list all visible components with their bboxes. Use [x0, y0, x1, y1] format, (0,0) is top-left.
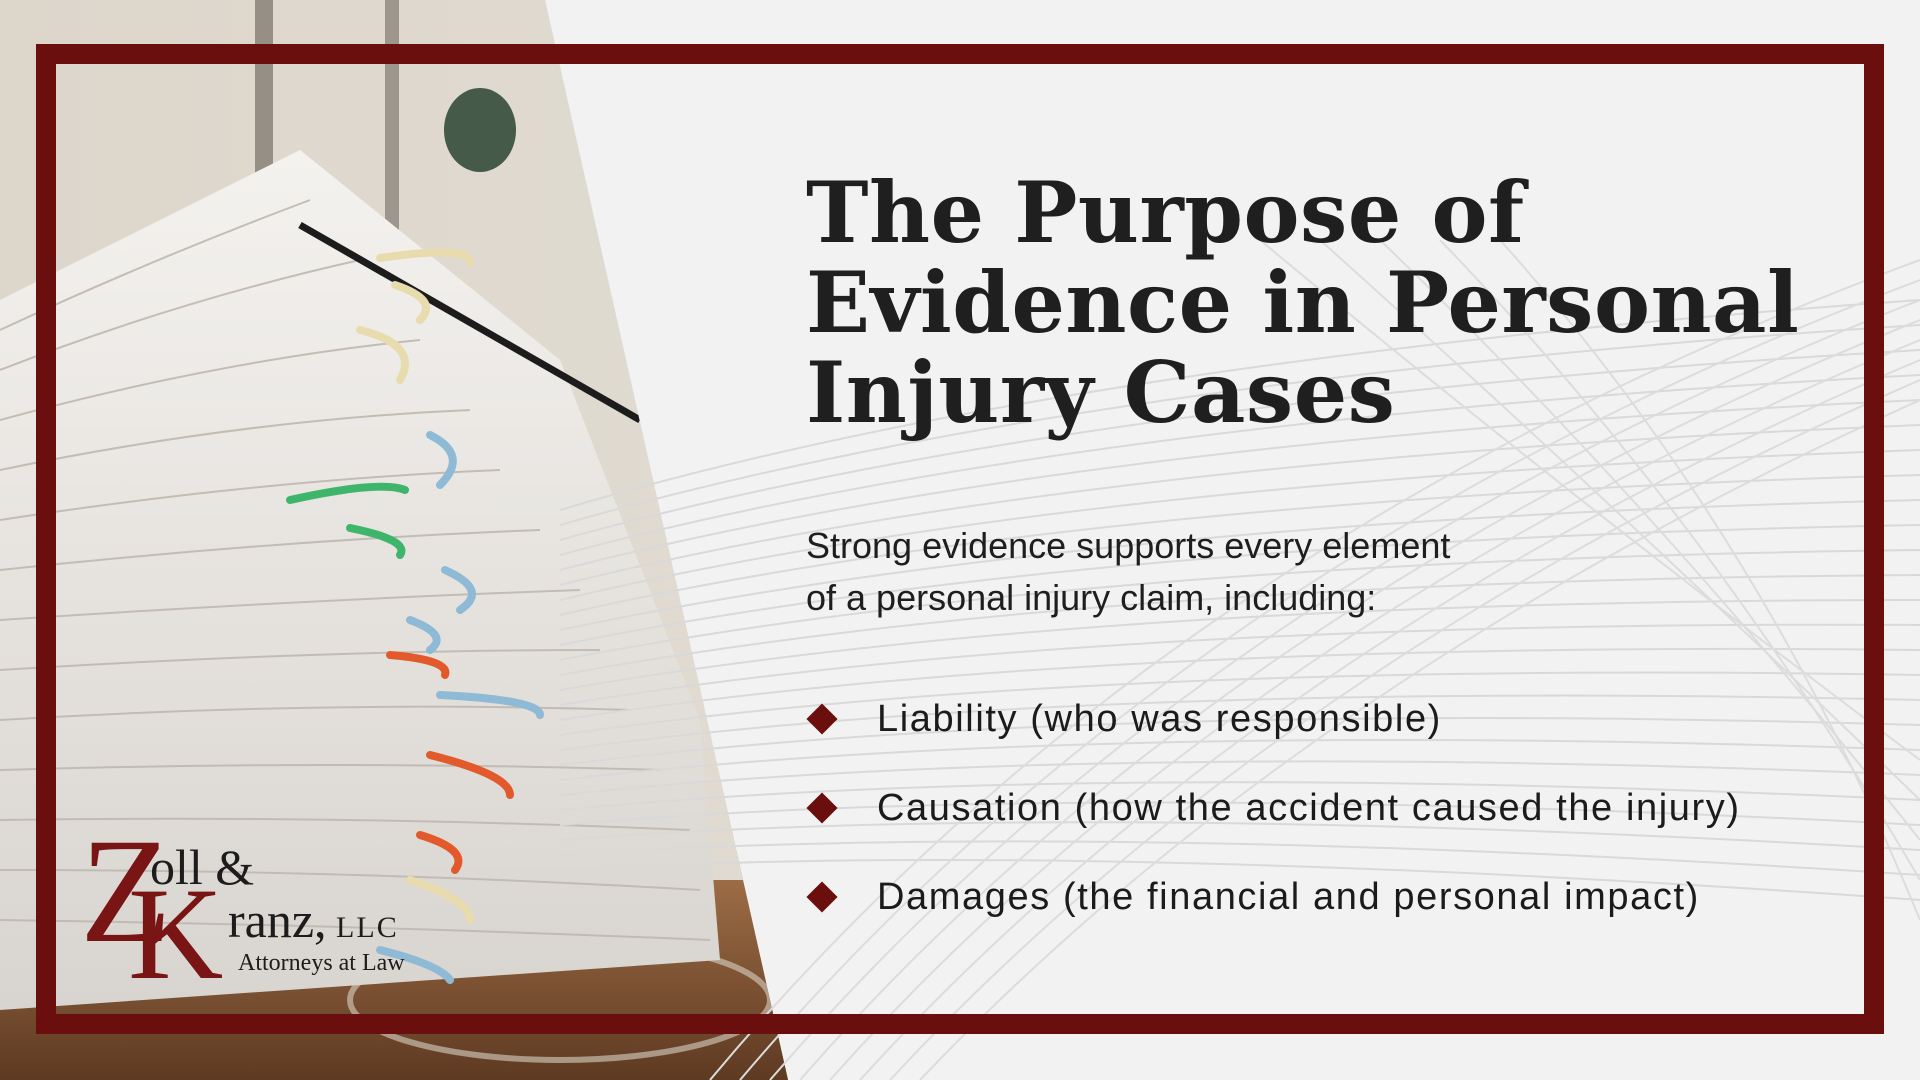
- logo-text-oll: oll &: [150, 839, 255, 895]
- diamond-bullet-icon: [806, 703, 838, 735]
- list-item-text: Liability (who was responsible): [877, 698, 1442, 740]
- list-item-damages: Damages (the financial and personal impa…: [806, 868, 1741, 957]
- diamond-bullet-icon: [806, 881, 838, 913]
- intro-line-2: of a personal injury claim, including:: [806, 577, 1377, 618]
- list-item-causation: Causation (how the accident caused the i…: [806, 779, 1741, 868]
- logo-text-ranz: ranz, LLC: [228, 895, 399, 953]
- logo-tagline: Attorneys at Law: [238, 950, 405, 976]
- logo-monogram-k: K: [128, 860, 224, 1007]
- title-line-1: The Purpose of: [806, 163, 1525, 262]
- title-line-3: Injury Cases: [806, 343, 1396, 442]
- intro-line-1: Strong evidence supports every element: [806, 525, 1451, 566]
- diamond-bullet-icon: [806, 792, 838, 824]
- logo-monogram-z: Z: [80, 808, 172, 974]
- wave-line-pattern: [560, 240, 1920, 1080]
- title-line-2: Evidence in Personal: [806, 253, 1800, 352]
- decorative-frame: [36, 44, 1884, 1034]
- zoll-kranz-logo: Z K oll & ranz, LLC Attorneys at Law: [80, 816, 420, 1007]
- list-item-text: Causation (how the accident caused the i…: [877, 787, 1741, 829]
- list-item-liability: Liability (who was responsible): [806, 690, 1741, 779]
- evidence-elements-list: Liability (who was responsible) Causatio…: [806, 690, 1741, 957]
- logo-llc: LLC: [326, 911, 399, 944]
- logo-ranz: ranz,: [228, 892, 327, 948]
- list-item-text: Damages (the financial and personal impa…: [877, 876, 1700, 918]
- intro-paragraph: Strong evidence supports every element o…: [806, 520, 1706, 624]
- page-title: The Purpose of Evidence in Personal Inju…: [806, 168, 1856, 438]
